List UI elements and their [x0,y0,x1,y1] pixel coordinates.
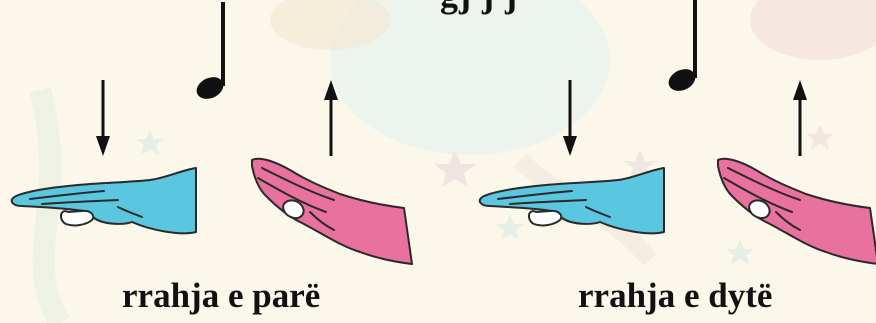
hand-up-pink [717,157,876,265]
arrow-down-icon [96,80,110,156]
hand-up-pink [251,157,413,265]
hand-down-blue [478,167,665,235]
quarter-note-icon [665,0,699,95]
quarter-note-icon [193,2,227,103]
top-title-fragment: gj j j [440,0,518,16]
arrow-down-icon [563,80,577,156]
beat-caption-second: rrahja e dytë [578,276,773,315]
arrow-up-icon [324,80,338,156]
arrow-up-icon [793,80,807,156]
beat-caption-first: rrahja e parë [122,276,321,315]
hand-down-blue [10,167,198,235]
